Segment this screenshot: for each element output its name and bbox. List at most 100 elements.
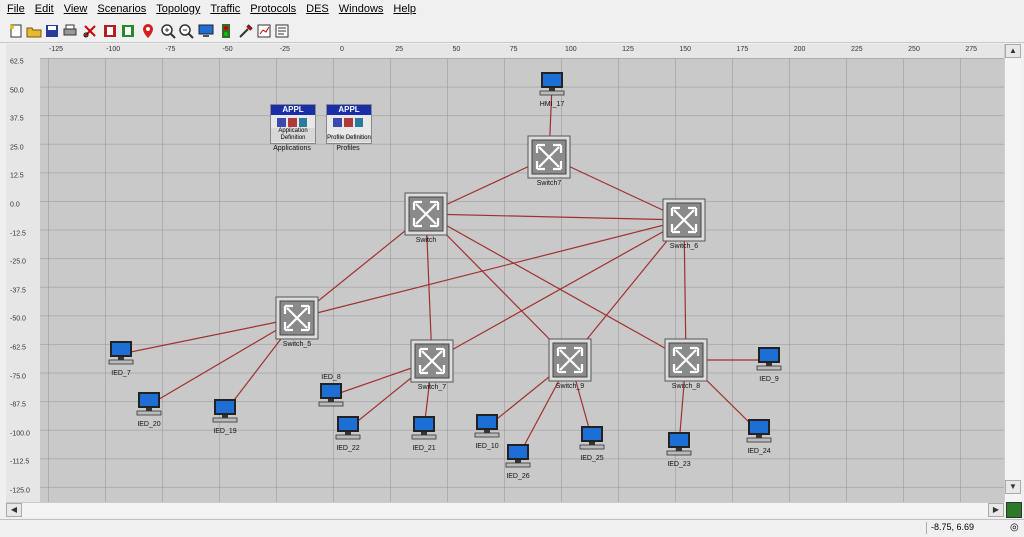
switch-node[interactable] [664, 338, 708, 382]
workstation-label: IED_23 [667, 461, 691, 468]
scroll-right-button[interactable]: ▶ [988, 503, 1004, 517]
menu-protocols[interactable]: Protocols [250, 3, 297, 15]
workstation-node[interactable] [211, 398, 239, 424]
switch-label: Switch_8 [671, 383, 701, 390]
workstation-node[interactable] [410, 415, 438, 441]
monitor-icon[interactable] [198, 23, 214, 39]
workstation-node[interactable] [665, 431, 693, 457]
computer-icon [212, 399, 238, 423]
zoom-out-icon[interactable] [178, 23, 194, 39]
print-icon[interactable] [62, 23, 78, 39]
workstation-label: IED_19 [213, 428, 237, 435]
network-link[interactable] [683, 219, 687, 361]
report-icon[interactable] [274, 23, 290, 39]
workstation-node[interactable] [538, 71, 566, 97]
network-link[interactable] [548, 156, 685, 221]
ruler-x-tick: 200 [793, 46, 806, 53]
ruler-y-tick: 62.5 [10, 58, 24, 66]
scroll-up-button[interactable]: ▲ [1005, 44, 1021, 58]
ruler-y-tick: -100.0 [10, 430, 30, 438]
failure-icon[interactable] [140, 23, 156, 39]
menu-help[interactable]: Help [393, 3, 417, 15]
switch-node[interactable] [275, 296, 319, 340]
workstation-label: IED_9 [759, 376, 779, 383]
network-link[interactable] [425, 213, 685, 221]
stop-icon[interactable] [218, 23, 234, 39]
menu-edit[interactable]: Edit [34, 3, 54, 15]
workstation-node[interactable] [135, 391, 163, 417]
configure-icon[interactable] [238, 23, 254, 39]
switch-icon [410, 339, 454, 383]
navigator-icon[interactable] [1006, 502, 1022, 518]
workstation-label: IED_24 [747, 448, 771, 455]
ruler-x-tick: 175 [736, 46, 749, 53]
horizontal-scrollbar[interactable]: ◀ ▶ [6, 502, 1004, 517]
network-link[interactable] [120, 317, 298, 355]
scroll-down-button[interactable]: ▼ [1005, 480, 1021, 494]
scroll-left-button[interactable]: ◀ [6, 503, 22, 517]
switch-node[interactable] [548, 338, 592, 382]
workstation-node[interactable] [317, 382, 345, 408]
workstation-label: IED_20 [137, 421, 161, 428]
switch-icon [527, 135, 571, 179]
ruler-x-tick: 75 [509, 46, 518, 53]
profile-icon [333, 118, 363, 128]
menu-scenarios[interactable]: Scenarios [97, 3, 147, 15]
ruler-y-tick: -62.5 [10, 344, 26, 352]
computer-icon [335, 416, 361, 440]
switch-icon [662, 198, 706, 242]
ruler-x-tick: 100 [564, 46, 577, 53]
menu-des[interactable]: DES [306, 3, 329, 15]
switch-node[interactable] [527, 135, 571, 179]
workstation-node[interactable] [334, 415, 362, 441]
cut-icon[interactable] [82, 23, 98, 39]
ruler-x-tick: -50 [222, 46, 233, 53]
switch-icon [664, 338, 708, 382]
network-link[interactable] [425, 213, 687, 361]
toolbar [0, 20, 1024, 43]
ruler-y-tick: 37.5 [10, 115, 24, 123]
network-link[interactable] [296, 219, 685, 319]
computer-icon [579, 426, 605, 450]
switch-node[interactable] [662, 198, 706, 242]
vertical-scrollbar[interactable]: ▲ ▼ [1004, 44, 1021, 502]
import-icon[interactable] [102, 23, 118, 39]
network-link[interactable] [148, 317, 298, 406]
workstation-node[interactable] [578, 425, 606, 451]
computer-icon [474, 414, 500, 438]
workstation-node[interactable] [107, 340, 135, 366]
open-icon[interactable] [26, 23, 42, 39]
network-link[interactable] [425, 213, 571, 361]
workstation-node[interactable] [504, 443, 532, 469]
network-link[interactable] [569, 219, 685, 361]
menu-topology[interactable]: Topology [156, 3, 201, 15]
menu-traffic[interactable]: Traffic [210, 3, 241, 15]
workstation-node[interactable] [473, 413, 501, 439]
new-icon[interactable] [8, 23, 24, 39]
ruler-x-tick: 25 [395, 46, 404, 53]
switch-node[interactable] [410, 339, 454, 383]
network-link[interactable] [431, 219, 685, 362]
menu-file[interactable]: File [7, 3, 25, 15]
menu-view[interactable]: View [63, 3, 88, 15]
computer-icon [539, 72, 565, 96]
ruler-y-tick: -37.5 [10, 287, 26, 295]
network-link[interactable] [425, 213, 433, 362]
menu-windows[interactable]: Windows [338, 3, 384, 15]
save-icon[interactable] [44, 23, 60, 39]
cursor-coordinates: -8.75, 6.69 [926, 522, 1011, 534]
results-icon[interactable] [256, 23, 272, 39]
workstation-node[interactable] [745, 418, 773, 444]
export-icon[interactable] [120, 23, 136, 39]
ruler-y-tick: 25.0 [10, 144, 24, 152]
workstation-node[interactable] [755, 346, 783, 372]
zoom-in-icon[interactable] [160, 23, 176, 39]
switch-icon [275, 296, 319, 340]
ruler-x-tick: 0 [340, 46, 344, 53]
switch-icon [548, 338, 592, 382]
switch-node[interactable] [404, 192, 448, 236]
